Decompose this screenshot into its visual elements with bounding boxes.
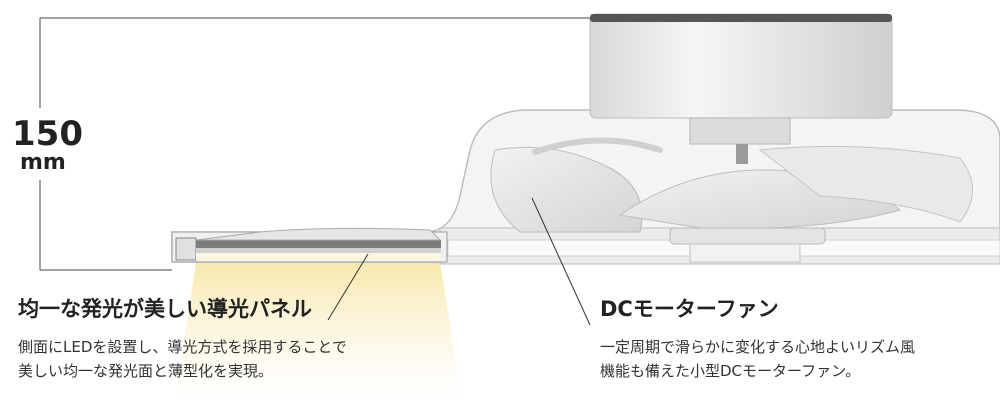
panel-feature-title: 均一な発光が美しい導光パネル (18, 297, 312, 321)
dimension-value: 150 (12, 114, 83, 154)
leader-line-panel (327, 253, 369, 321)
panel-feature-desc-line1: 側面にLEDを設置し、導光方式を採用することで (18, 338, 347, 356)
fan-feature-title: DCモーターファン (600, 297, 779, 321)
dimension-bracket (39, 17, 590, 271)
light-glow (175, 262, 462, 400)
fan-feature-desc-line2: 機能も備えた小型DCモーターファン。 (600, 362, 861, 380)
fan-feature-desc-line1: 一定周期で滑らかに変化する心地よいリズム風 (600, 338, 916, 356)
leader-line-fan (531, 197, 591, 326)
dimension-unit: mm (20, 150, 66, 175)
fan-blades (490, 137, 973, 263)
motor-unit (589, 13, 893, 164)
light-guide-panel (171, 227, 448, 263)
panel-feature-desc-line2: 美しい均一な発光面と薄型化を実現。 (18, 362, 274, 380)
